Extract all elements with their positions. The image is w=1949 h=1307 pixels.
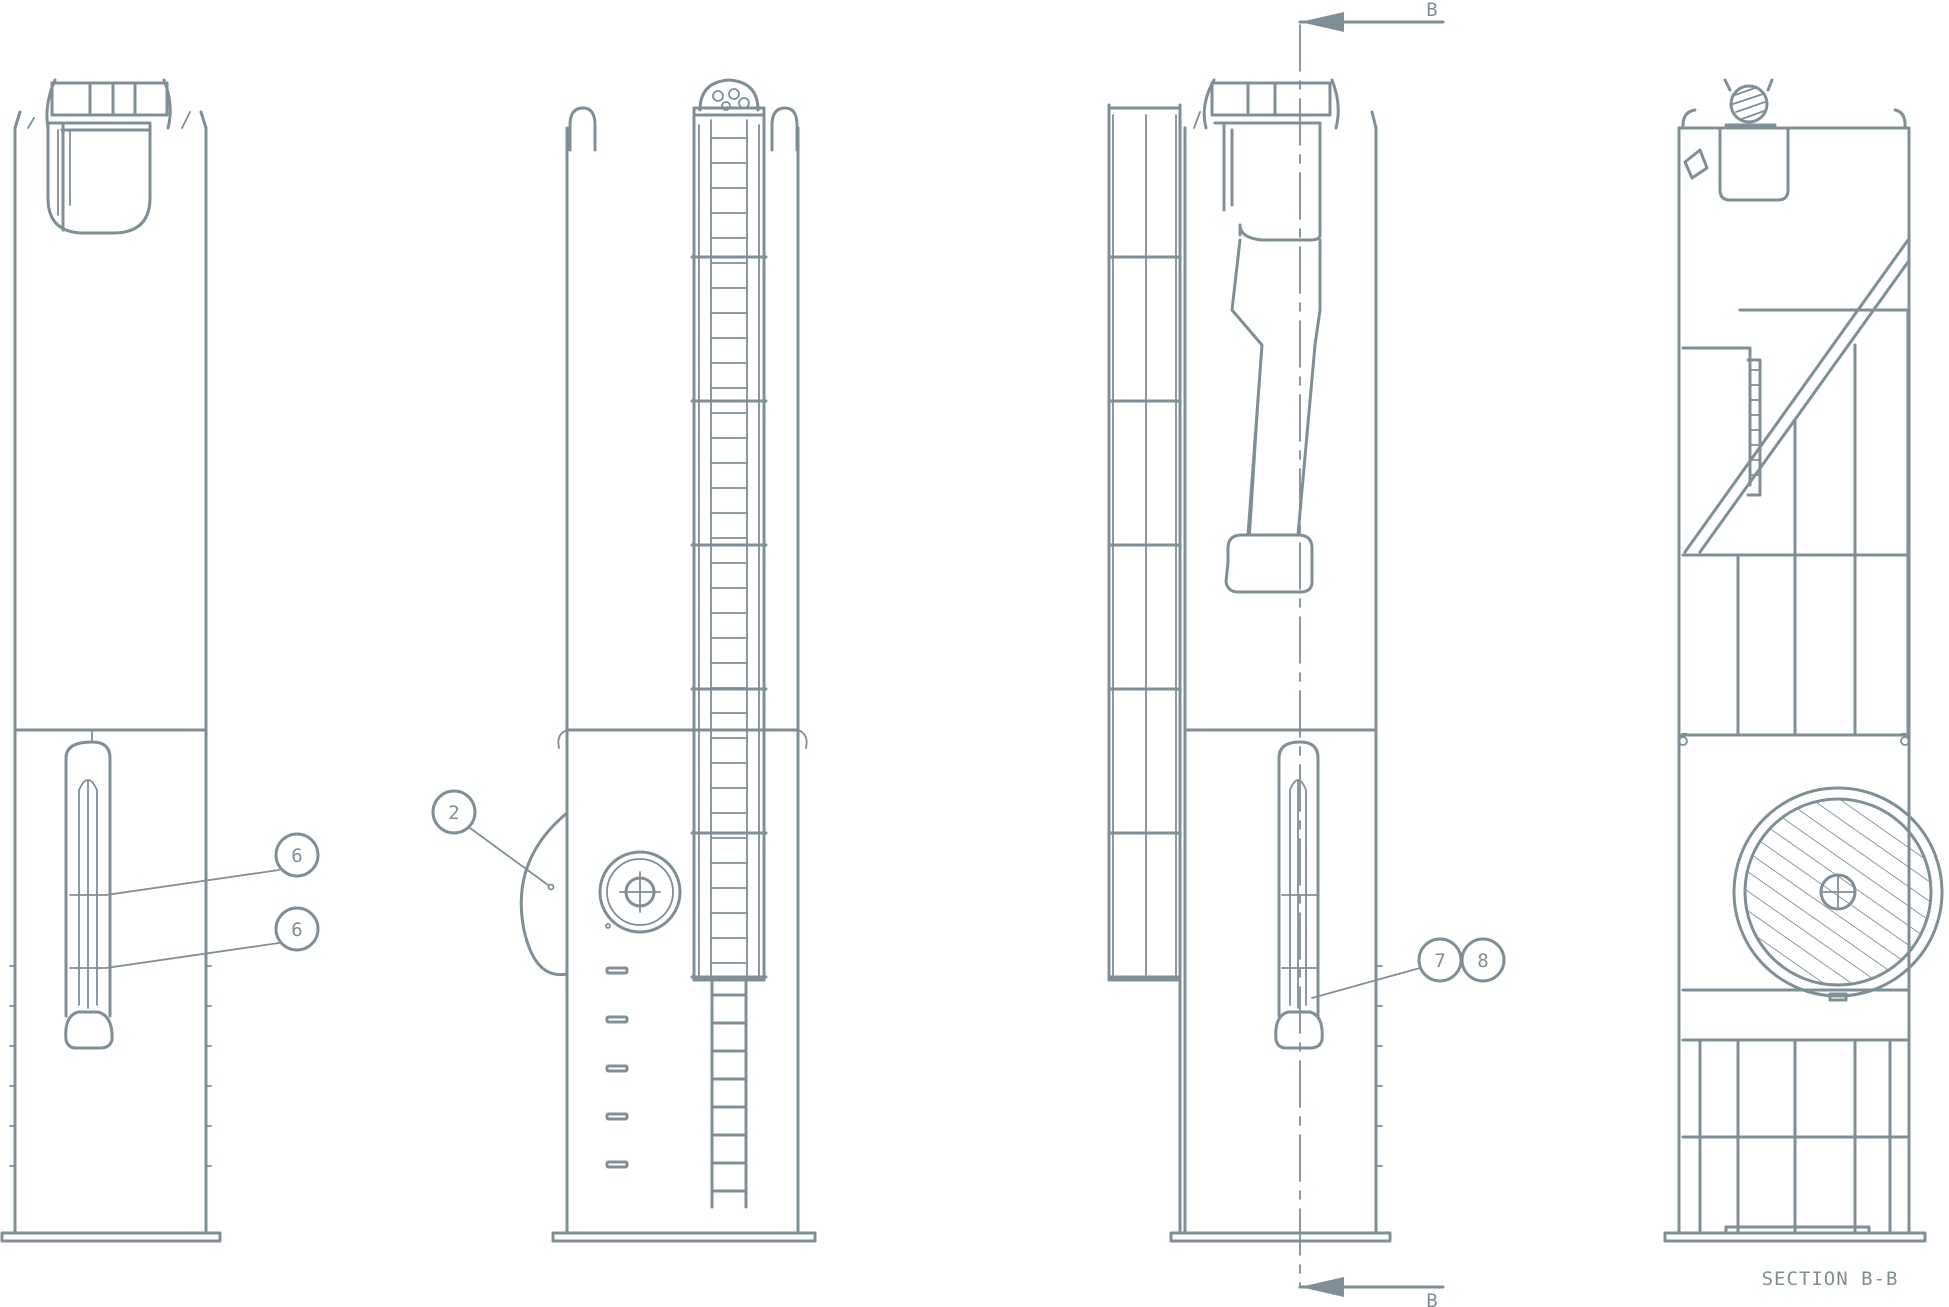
balloon-label-6-upper: 6 xyxy=(291,845,302,867)
section-caption: SECTION B-B xyxy=(1762,1268,1899,1290)
section-mark-bottom: B xyxy=(1426,1290,1437,1307)
section-mark-top: B xyxy=(1426,0,1437,21)
balloon-label-2: 2 xyxy=(448,802,459,824)
balloon-label-7: 7 xyxy=(1434,950,1445,972)
view-front-elevation-ladder xyxy=(431,78,817,1243)
balloon-label-6-lower: 6 xyxy=(291,919,302,941)
view-side-elevation-right xyxy=(1107,12,1506,1297)
view-section-b-b xyxy=(1663,78,1944,1243)
view-side-elevation-left xyxy=(0,78,320,1243)
balloon-label-8: 8 xyxy=(1477,950,1488,972)
annotation-text: 6 6 2 7 8 B B SECTION B-B xyxy=(291,0,1899,1307)
